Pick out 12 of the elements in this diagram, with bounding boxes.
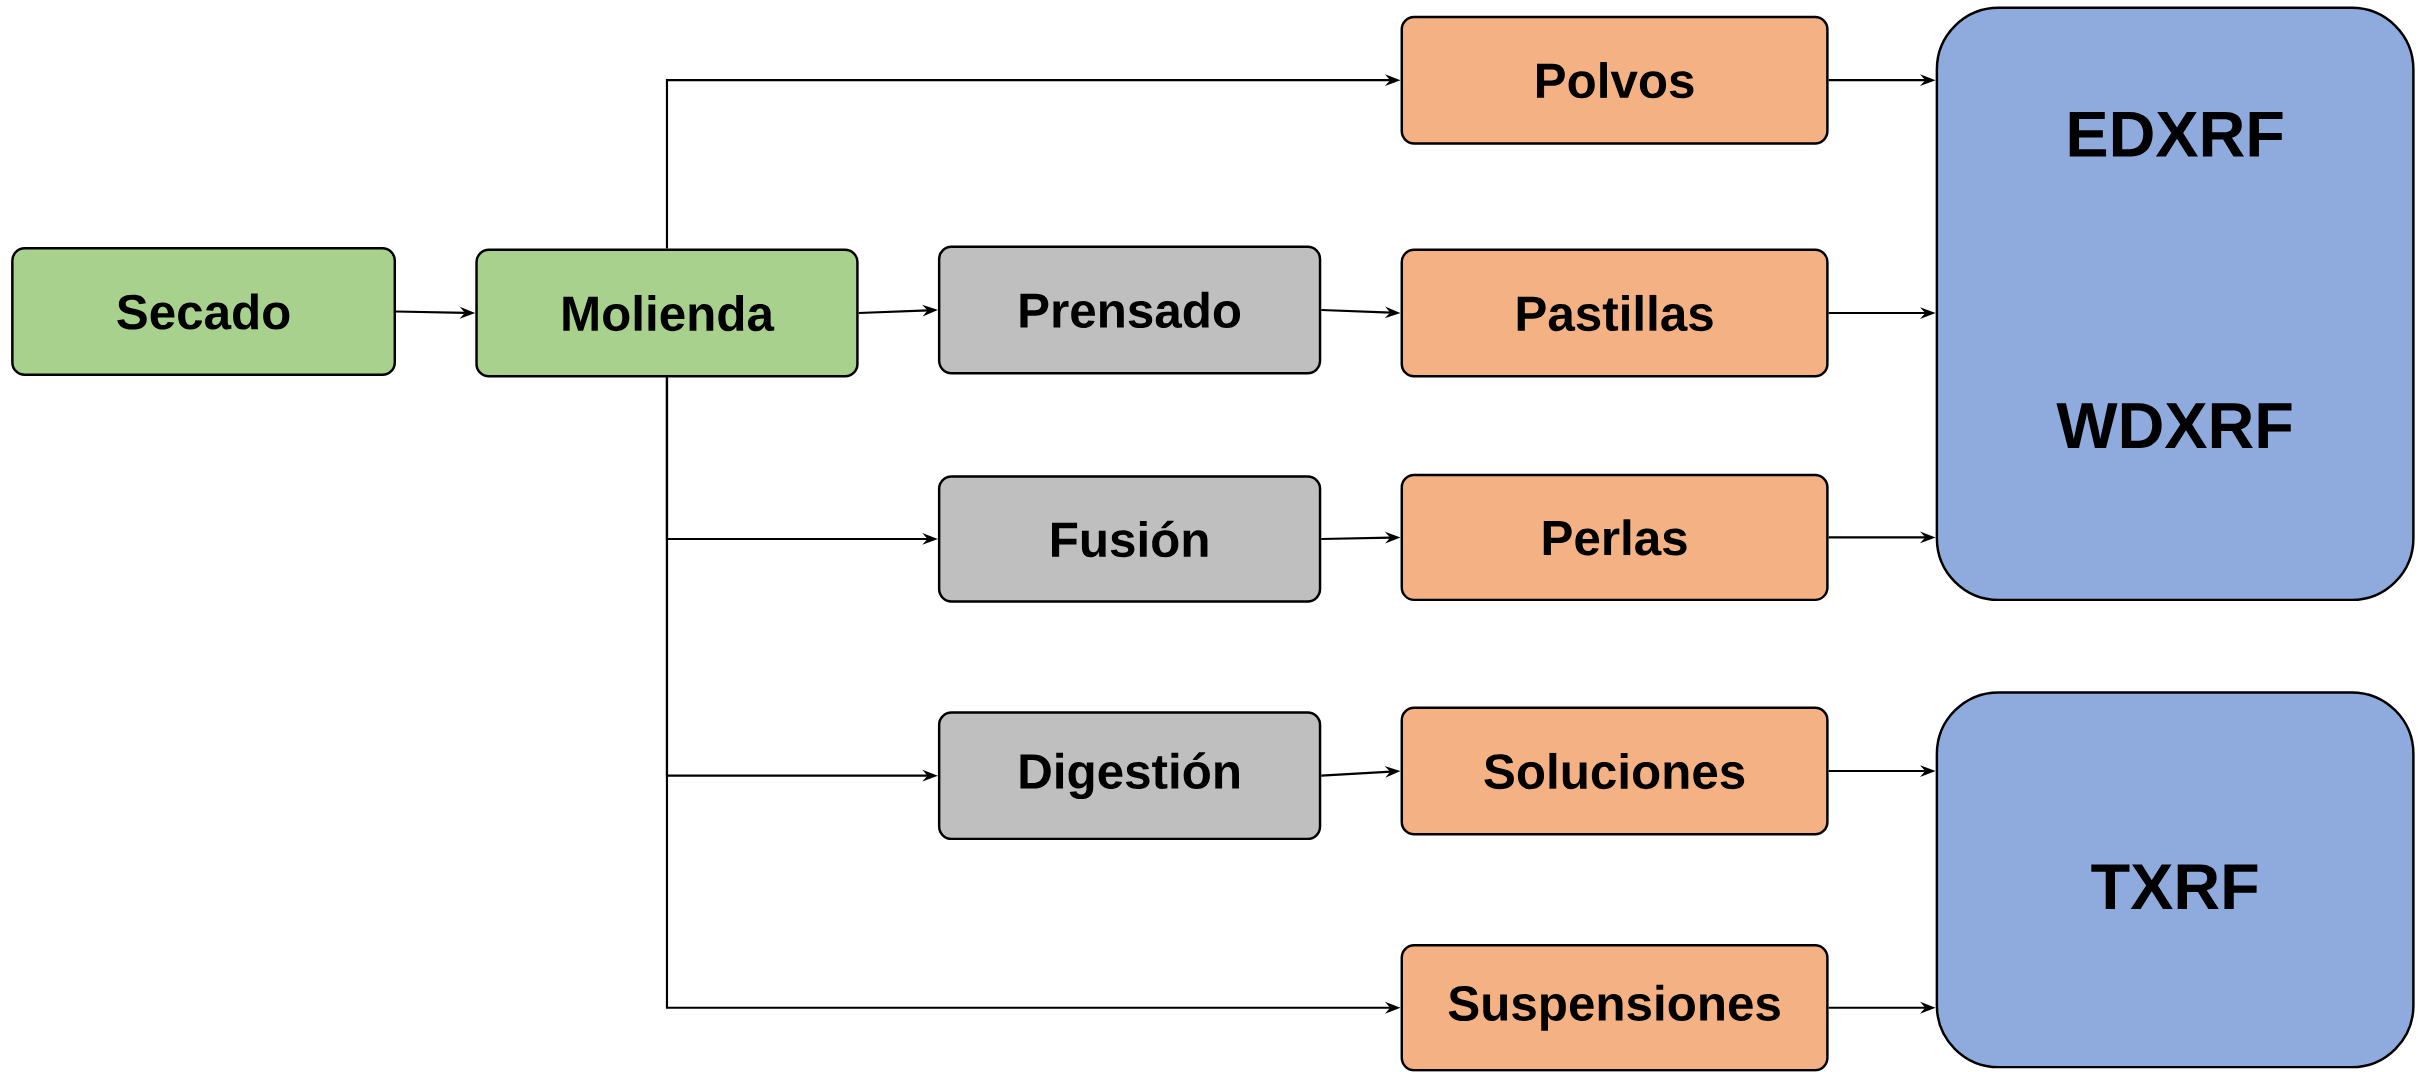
sample-box: Soluciones [1400, 706, 1829, 836]
sample-box: Polvos [1400, 15, 1829, 145]
process-box: Digestión [937, 711, 1322, 841]
sample-box: Pastillas [1400, 248, 1829, 378]
process-box: Prensado [937, 245, 1322, 375]
process-box: Molienda [475, 248, 859, 378]
process-box: Fusión [937, 475, 1322, 603]
process-box: Secado [11, 247, 397, 377]
sample-box: Perlas [1400, 473, 1829, 602]
technique-box: TXRF [1935, 691, 2415, 1069]
technique-box: EDXRF WDXRF [1935, 6, 2415, 602]
sample-box: Suspensiones [1400, 944, 1829, 1072]
